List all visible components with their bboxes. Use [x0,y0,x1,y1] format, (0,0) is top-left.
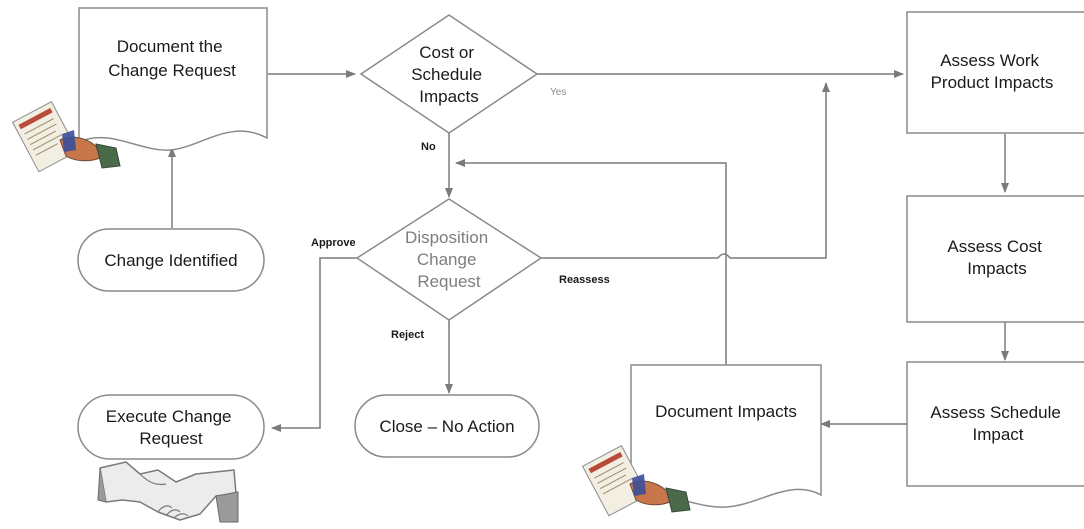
assess-cost-node: Assess Cost Impacts [906,195,1084,323]
assess-work-product-node: Assess Work Product Impacts [906,11,1084,134]
assess-cost-line1: Assess Cost [947,237,1042,256]
execute-change-request-node: Execute Change Request [77,394,265,460]
cost-schedule-decision-node: Cost or Schedule Impacts [359,14,539,134]
document-change-request-line2: Change Request [108,61,236,80]
document-impacts-label: Document Impacts [655,402,797,421]
cost-schedule-line2: Schedule [411,65,482,84]
svg-text:Document the Change Requ: Document the Change Request [108,37,236,80]
disposition-line2: Change [417,250,477,269]
disposition-decision-node: Disposition Change Request [355,198,543,321]
edge-label-reject: Reject [391,329,424,341]
edge-approve [271,257,358,432]
change-identified-label: Change Identified [104,251,237,270]
assess-schedule-line1: Assess Schedule [930,403,1060,422]
assess-schedule-line2: Impact [972,425,1023,444]
change-identified-node: Change Identified [77,228,265,292]
document-change-request-node: Document the Change Request [78,7,268,151]
assess-cost-line2: Impacts [967,259,1027,278]
cost-schedule-line3: Impacts [419,87,479,106]
close-no-action-node: Close – No Action [354,394,540,458]
assess-work-line2: Product Impacts [931,73,1054,92]
svg-text:Assess Schedule Impact: Assess Schedule Impact [930,403,1065,444]
handshake-icon [97,461,239,523]
svg-text:Execute Change Request: Execute Change Request [106,407,236,448]
svg-text:Cost or Schedule I: Cost or Schedule Impacts [411,43,487,106]
execute-line1: Execute Change [106,407,232,426]
svg-text:Assess Cost Impacts: Assess Cost Impacts [947,237,1046,278]
disposition-line3: Request [417,272,481,291]
disposition-line1: Disposition [405,228,488,247]
document-icon [581,444,691,517]
close-no-action-label: Close – No Action [379,417,514,436]
document-change-request-line1: Document the [117,37,223,56]
edge-label-yes: Yes [550,87,566,98]
edge-label-reassess: Reassess [559,274,610,286]
document-icon [11,100,121,173]
execute-line2: Request [139,429,203,448]
assess-work-line1: Assess Work [940,51,1039,70]
edge-impacts-to-disposition [455,159,727,365]
svg-text:Assess Work Product Impa: Assess Work Product Impacts [931,51,1054,92]
cost-schedule-line1: Cost or [419,43,474,62]
assess-schedule-node: Assess Schedule Impact [906,361,1084,487]
edge-label-approve: Approve [311,237,356,249]
edge-reassess [541,82,830,259]
edge-label-no: No [421,141,436,153]
svg-text:Disposition Change: Disposition Change Request [405,228,493,291]
